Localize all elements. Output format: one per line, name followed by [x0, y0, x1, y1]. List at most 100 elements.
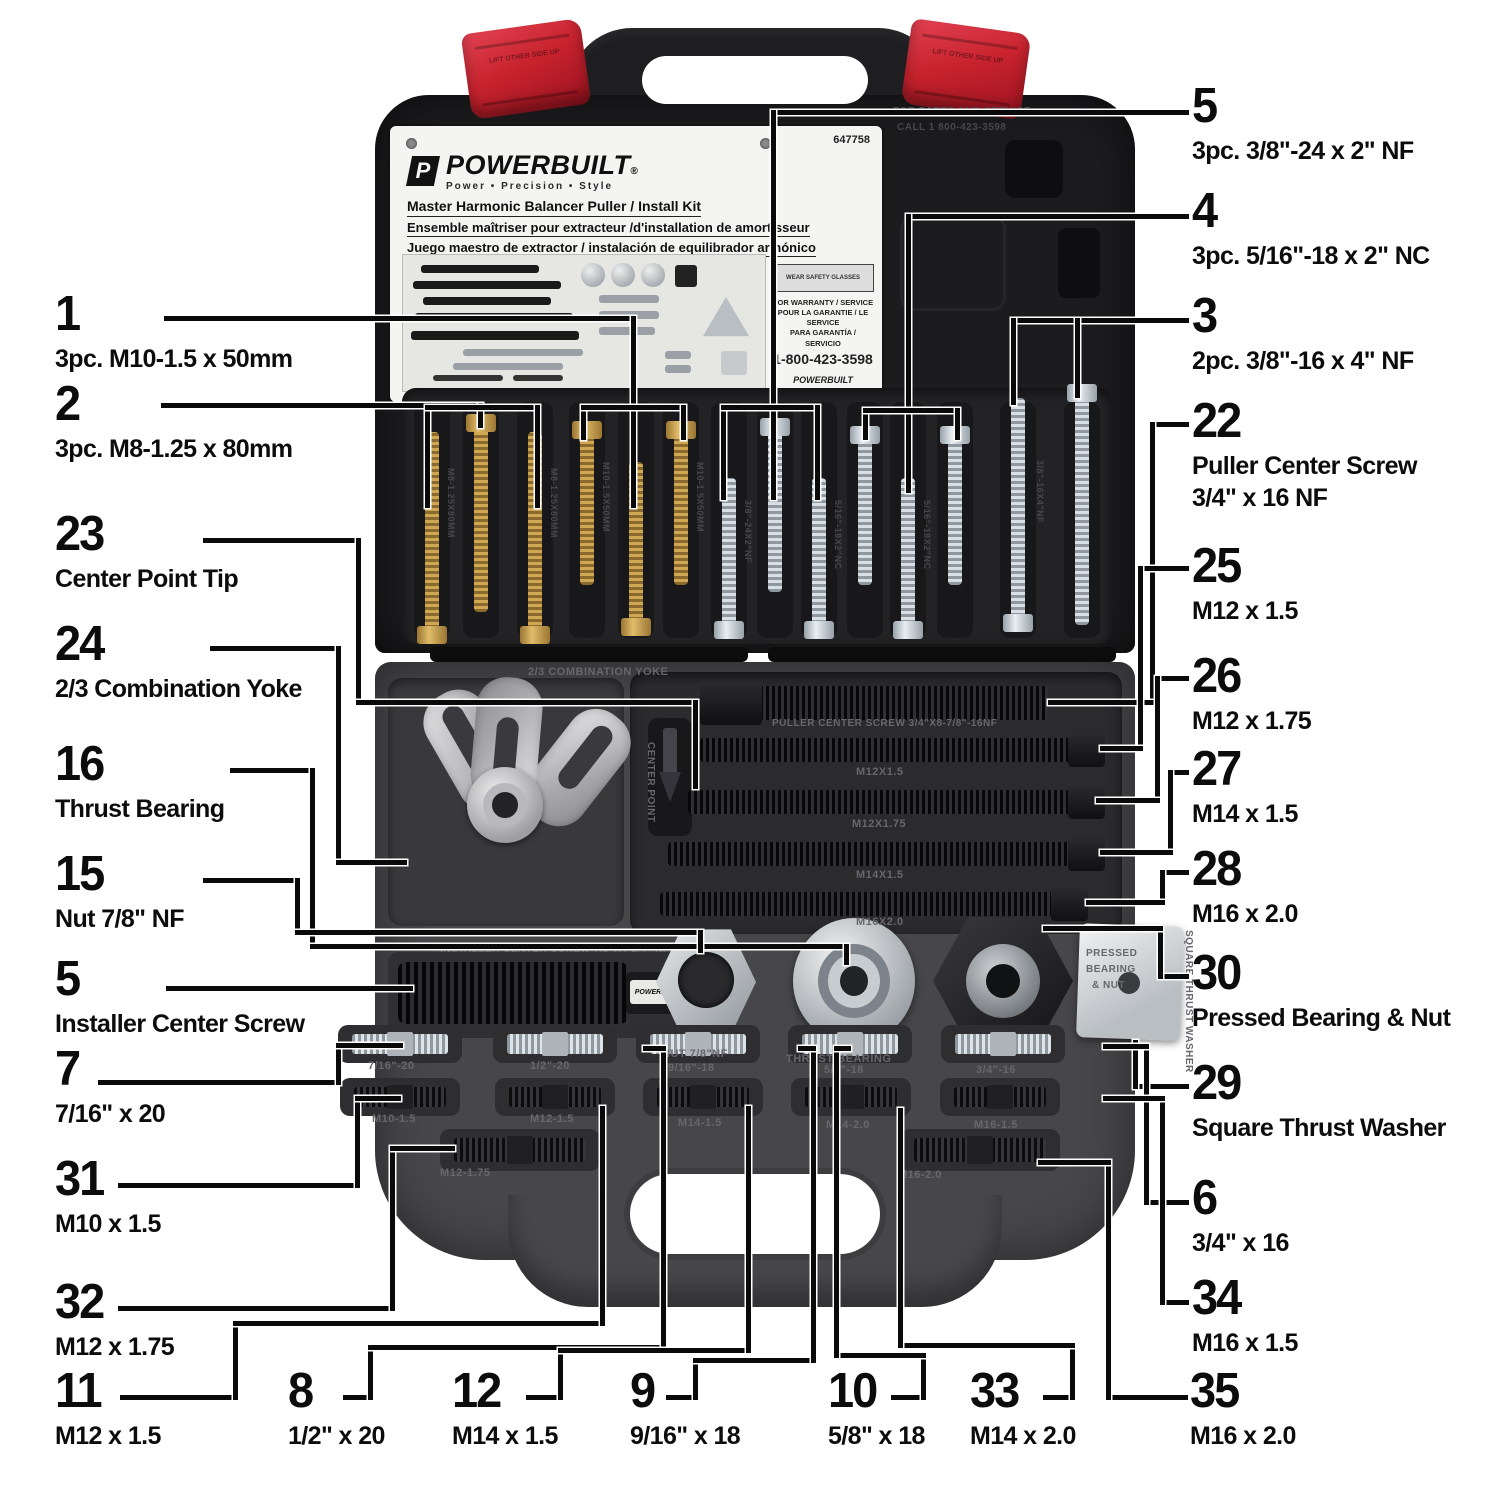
callout-line [833, 1352, 926, 1358]
callout-line [355, 699, 698, 705]
callout-number: 25 [1192, 536, 1242, 593]
molded-text: 5/16"-18X2"NC [833, 500, 843, 570]
warranty-line: PARA GARANTÍA / SERVICIO [790, 328, 856, 348]
label-screw-icon [760, 138, 771, 149]
callout-line [1149, 421, 1155, 705]
molded-text: M10-1.5X50MM [601, 462, 611, 533]
callout-line [954, 407, 960, 440]
callout-text: 1/2" x 20 [288, 1422, 385, 1450]
callout-line [294, 929, 703, 935]
callout-number: 16 [55, 734, 105, 791]
stud-collar [542, 1032, 568, 1056]
mini-brand: POWERBUILT [793, 374, 853, 385]
molded-text: NUT 7/8"NF [662, 1048, 728, 1060]
callout-text: Puller Center Screw [1192, 452, 1417, 480]
callout-text: 3pc. M10-1.5 x 50mm [55, 345, 293, 373]
callout-line [1099, 745, 1143, 751]
callout-line [335, 1042, 403, 1048]
stud-collar [838, 1085, 864, 1109]
callout-text: 2pc. 3/8"-16 x 4" NF [1192, 347, 1414, 375]
callout-line [580, 404, 686, 410]
threaded-screw [660, 892, 1088, 916]
callout-text: M16 x 2.0 [1190, 1422, 1296, 1450]
callout-line [1074, 317, 1080, 398]
hinge-bar-left [430, 647, 748, 662]
callout-line [354, 1095, 360, 1188]
photo-shape [721, 351, 747, 375]
molded-text: M8-1.25X80MM [446, 468, 456, 539]
callout-text: Thrust Bearing [55, 795, 225, 823]
callout-line [424, 404, 430, 508]
lid-hole [1005, 140, 1063, 198]
callout-line [1102, 1095, 1165, 1101]
callout-number: 10 [828, 1361, 878, 1418]
callout-line [557, 1347, 563, 1400]
callout-line [424, 404, 540, 410]
callout-line [1047, 699, 1155, 705]
callout-text: 3pc. 3/8"-24 x 2" NF [1192, 137, 1414, 165]
bolt-zinc [858, 430, 872, 585]
callout-number: 7 [55, 1039, 81, 1096]
molded-text: M14-1.5 [678, 1117, 722, 1129]
center-point-cone-icon [659, 772, 681, 802]
molded-text: M12-1.75 [440, 1167, 491, 1179]
callout-line [534, 404, 540, 508]
callout-line [335, 859, 407, 865]
photo-shape [421, 265, 539, 273]
molded-text: INSTALLER CENTER SCREW 7/8"X4-1/4" NF [440, 944, 670, 955]
callout-line [309, 943, 849, 949]
callout-text: M16 x 1.5 [1192, 1329, 1298, 1357]
callout-text: M12 x 1.5 [1192, 597, 1298, 625]
callout-line [202, 537, 361, 543]
callout-line [209, 645, 341, 651]
callout-text: 3pc. 5/16"-18 x 2" NC [1192, 242, 1430, 270]
molded-text: M12X1.75 [852, 818, 907, 830]
label-title-en: Master Harmonic Balancer Puller / Instal… [407, 198, 702, 217]
molded-text: 7/16"-20 [368, 1060, 415, 1072]
callout-line [1105, 1394, 1188, 1400]
photo-shape [413, 281, 561, 289]
screw-hex-end [1068, 733, 1105, 767]
pressed-bearing-hole [986, 964, 1020, 998]
callout-line [697, 929, 703, 953]
callout-number: 6 [1192, 1168, 1218, 1225]
callout-text: M12 x 1.75 [55, 1333, 175, 1361]
callout-number: 31 [55, 1149, 105, 1206]
photo-shape [665, 351, 691, 359]
callout-text: M14 x 1.5 [452, 1422, 558, 1450]
photo-shape [703, 297, 749, 337]
bolt-head [621, 618, 651, 636]
callout-line [920, 1352, 926, 1400]
callout-number: 32 [55, 1272, 105, 1329]
brand-logo: P POWERBUILT® Power • Precision • Style [406, 150, 638, 192]
bolt-zinc [722, 478, 736, 635]
photo-shape [665, 365, 691, 373]
callout-line [389, 1145, 395, 1311]
threaded-screw [700, 738, 1105, 762]
callout-line [1042, 925, 1163, 931]
callout-line [229, 767, 315, 773]
molded-text: 3/4"-16 [976, 1064, 1016, 1076]
bolt-zinc [812, 478, 826, 635]
callout-line [1157, 925, 1163, 979]
label-title-fr: Ensemble maîtriser pour extracteur /d'in… [407, 220, 810, 237]
brand-hex-icon: P [406, 156, 440, 186]
photo-shape [611, 263, 635, 287]
stud-collar [967, 1136, 993, 1164]
callout-text: Installer Center Screw [55, 1010, 305, 1038]
callout-line [692, 1357, 816, 1363]
callout-line [1069, 1342, 1075, 1400]
